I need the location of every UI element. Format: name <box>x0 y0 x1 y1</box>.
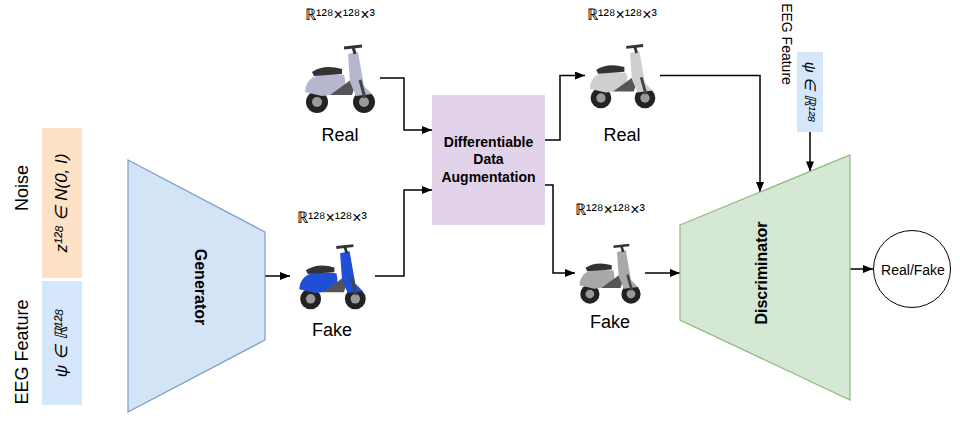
scooter-image <box>305 46 375 113</box>
dimension-label: ℝ¹²⁸×¹²⁸×³ <box>297 209 367 227</box>
dimension-label: ℝ¹²⁸×¹²⁸×³ <box>305 6 375 24</box>
feature-formula: ψ ∈ ℝ¹²⁸ <box>52 309 72 377</box>
eeg-feature-box: EEG Featureψ ∈ ℝ¹²⁸ <box>797 52 823 132</box>
image-panel: ℝ¹²⁸×¹²⁸×³Fake <box>290 238 375 314</box>
block-label: Generator <box>191 249 209 325</box>
flow-arrow <box>375 190 432 276</box>
dimension-label: ℝ¹²⁸×¹²⁸×³ <box>587 6 657 24</box>
image-panel: ℝ¹²⁸×¹²⁸×³Real <box>300 38 380 118</box>
generator-block: Generator <box>128 160 265 412</box>
scooter-image <box>299 246 366 310</box>
flow-arrow <box>545 76 585 141</box>
flow-arrow <box>545 185 575 273</box>
flow-arrow <box>850 268 873 270</box>
image-panel: ℝ¹²⁸×¹²⁸×³Fake <box>575 238 645 308</box>
flow-arrow <box>380 78 432 130</box>
scooter-image <box>579 245 640 304</box>
noise-box: Noisez¹²⁸ ∈ N(0, I) <box>42 128 82 278</box>
noise-formula: z¹²⁸ ∈ N(0, I) <box>52 154 72 253</box>
block-label: Differentiable Data Augmentation <box>438 134 539 187</box>
discriminator-block: Discriminator <box>680 155 850 400</box>
image-label: Real <box>603 125 640 146</box>
eeg-feature-box: EEG Featureψ ∈ ℝ¹²⁸ <box>42 281 82 405</box>
output-circle: Real/Fake <box>873 230 951 308</box>
flow-arrow <box>265 275 290 277</box>
image-label: Fake <box>312 320 352 341</box>
augmentation-box: Differentiable Data Augmentation <box>432 95 545 225</box>
discriminator-block-outline <box>680 155 850 400</box>
image-label: Fake <box>590 312 630 333</box>
flow-arrow <box>809 132 811 171</box>
input-label: Noise <box>12 165 33 211</box>
dimension-label: ℝ¹²⁸×¹²⁸×³ <box>575 201 645 219</box>
flow-arrow <box>660 76 760 193</box>
input-label: EEG Feature <box>12 299 33 404</box>
image-panel: ℝ¹²⁸×¹²⁸×³Real <box>585 38 660 113</box>
scooter-image <box>590 46 656 109</box>
output-label: Real/Fake <box>881 262 945 278</box>
flow-arrow <box>645 272 680 274</box>
image-label: Real <box>321 125 358 146</box>
input-label: EEG Feature <box>779 3 795 85</box>
generator-block-outline <box>128 160 265 412</box>
block-label: Discriminator <box>753 221 771 324</box>
feature-formula: ψ ∈ ℝ¹²⁸ <box>801 62 818 123</box>
